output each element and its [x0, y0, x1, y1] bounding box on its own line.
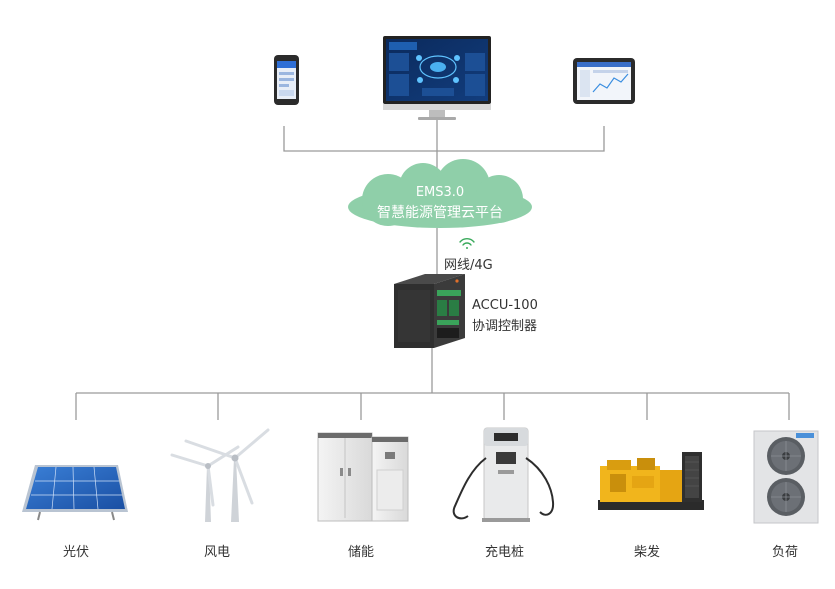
diesel-generator-icon — [598, 452, 704, 510]
device-label-pv: 光伏 — [63, 545, 90, 560]
cloud-platform-name: 智慧能源管理云平台 — [377, 205, 503, 221]
device-label-diesel: 柴发 — [634, 545, 661, 560]
device-label-wind: 风电 — [204, 545, 231, 560]
controller-name: 协调控制器 — [472, 319, 538, 334]
network-label: 网线/4G — [444, 258, 493, 273]
connector-lines — [75, 120, 790, 420]
controller-device-icon — [394, 274, 465, 348]
cloud-shape — [348, 159, 532, 228]
hvac-load-icon — [753, 430, 819, 524]
solar-panel-icon — [22, 465, 128, 521]
ev-charger-icon — [452, 427, 555, 522]
monitor-icon — [383, 36, 491, 120]
cloud-platform-version: EMS3.0 — [415, 185, 465, 200]
device-label-charger: 充电桩 — [485, 545, 525, 560]
tablet-icon — [573, 58, 635, 104]
wifi-icon — [459, 238, 475, 249]
device-label-load: 负荷 — [772, 545, 799, 560]
wind-turbine-icon — [170, 428, 270, 522]
device-label-storage: 储能 — [348, 545, 375, 560]
energy-storage-cabinet-icon — [317, 432, 409, 522]
controller-model: ACCU-100 — [472, 298, 538, 313]
phone-icon — [274, 55, 299, 105]
